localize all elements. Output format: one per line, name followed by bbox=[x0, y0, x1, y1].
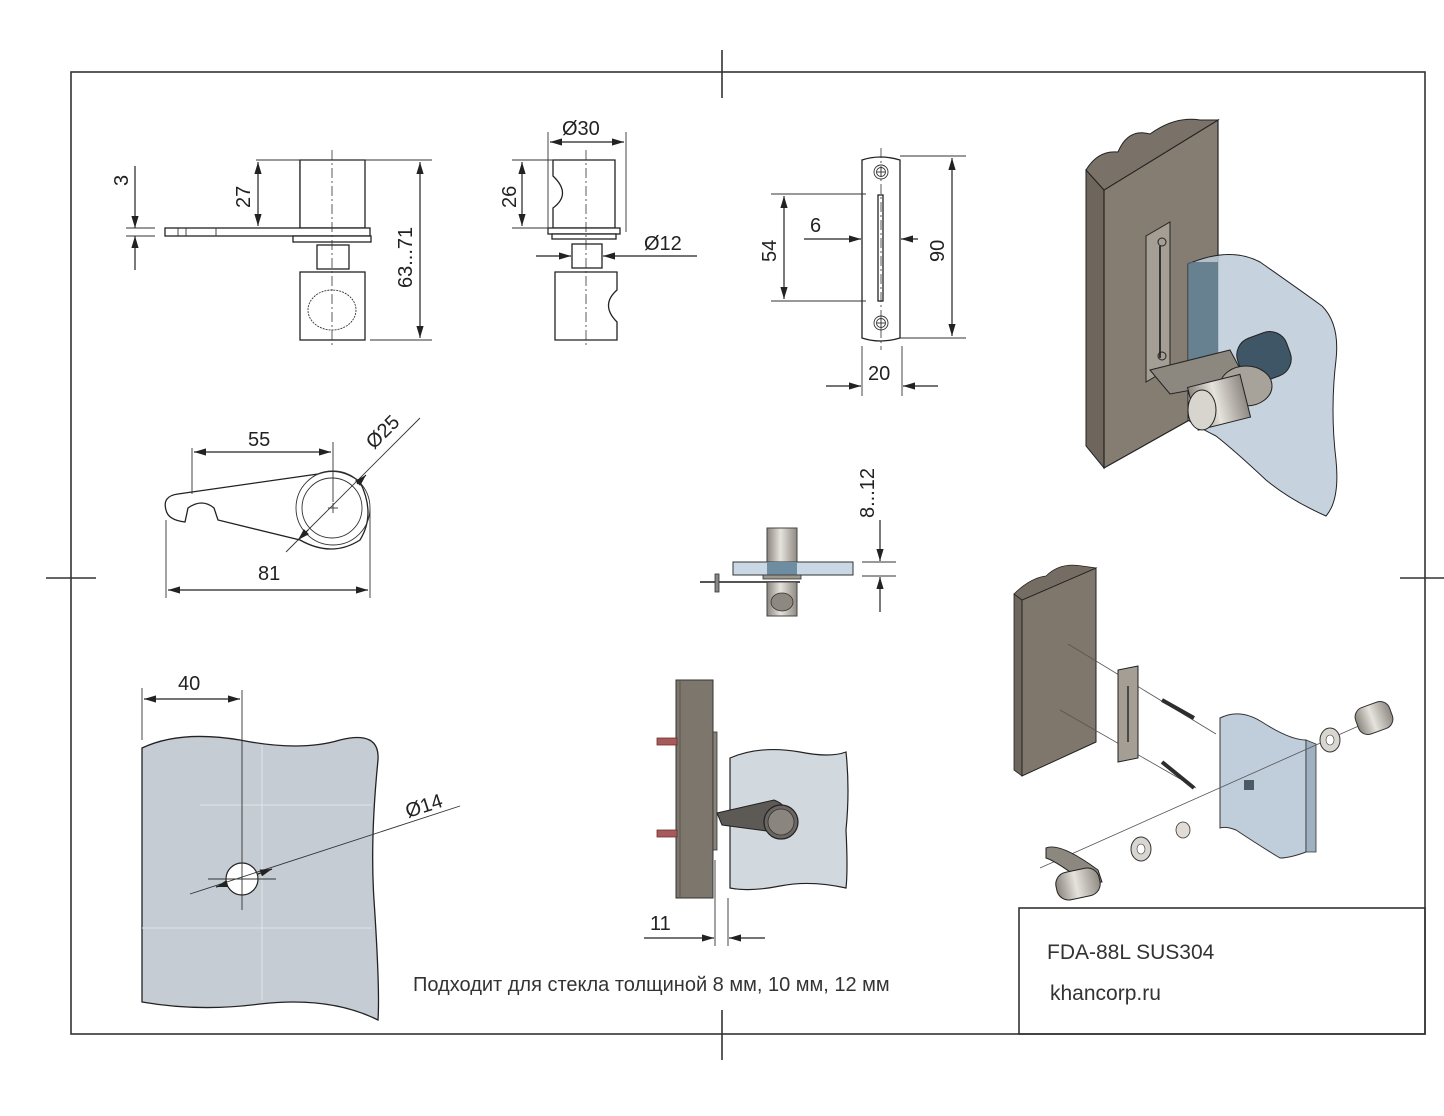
dim-hub-diameter: Ø25 bbox=[362, 411, 404, 453]
glass-thickness-note: Подходит для стекла толщиной 8 мм, 10 мм… bbox=[413, 974, 890, 996]
dim-glass-thickness: 8...12 bbox=[857, 468, 879, 518]
dim-plate-thickness: 3 bbox=[111, 175, 133, 186]
product-code: FDA-88L SUS304 bbox=[1047, 941, 1215, 964]
glass-panel-view: 40 Ø14 bbox=[141, 673, 461, 1022]
title-block: FDA-88L SUS304 khancorp.ru bbox=[1018, 907, 1426, 1035]
glass-section-view: 8...12 bbox=[700, 468, 896, 617]
dim-total-height: 63...71 bbox=[395, 227, 417, 288]
mounted-view: 11 bbox=[644, 679, 849, 946]
render-3d-assembled bbox=[1085, 118, 1338, 517]
website-label: khancorp.ru bbox=[1050, 982, 1161, 1005]
screw-icon bbox=[656, 737, 678, 838]
dim-bolt-diameter: Ø12 bbox=[644, 233, 682, 255]
render-3d-exploded bbox=[1013, 564, 1394, 901]
dim-plate-width: 20 bbox=[868, 363, 890, 385]
dim-slot-length: 54 bbox=[759, 240, 781, 262]
strike-plate-view: 54 6 90 20 bbox=[759, 148, 966, 396]
side-view: 3 27 63...71 bbox=[111, 150, 432, 348]
dim-hole-offset: 40 bbox=[178, 673, 200, 695]
dim-gap: 11 bbox=[650, 913, 671, 935]
dim-plate-length: 90 bbox=[927, 240, 949, 262]
sheet-frame bbox=[46, 50, 1444, 1060]
dim-hole-distance: 55 bbox=[248, 429, 270, 451]
dim-knob-height: 27 bbox=[233, 186, 255, 208]
front-view: Ø30 26 Ø12 bbox=[499, 118, 697, 346]
dim-hole-diameter: Ø14 bbox=[403, 790, 446, 823]
lever-view: 55 Ø25 81 bbox=[164, 411, 421, 598]
dim-lever-length: 81 bbox=[258, 563, 280, 585]
dim-knob-height-front: 26 bbox=[499, 186, 521, 208]
dim-knob-diameter: Ø30 bbox=[562, 118, 600, 140]
dim-slot-width: 6 bbox=[810, 215, 821, 237]
